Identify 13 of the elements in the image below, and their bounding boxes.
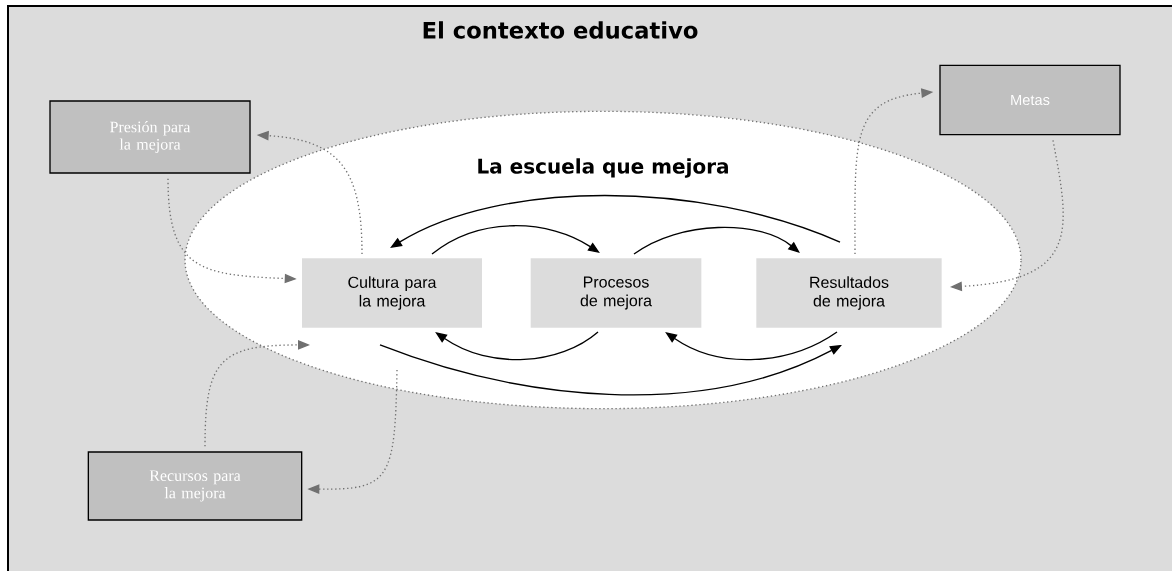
arrow [665, 331, 838, 361]
context-box: Recursos para la mejora [87, 451, 303, 521]
arrow [379, 344, 842, 396]
arrow [435, 331, 599, 361]
arrow [431, 225, 600, 255]
process-box: Procesos de mejora [530, 258, 702, 328]
arrow [390, 194, 841, 248]
process-box: Cultura para la mejora [302, 258, 482, 328]
arrow [633, 226, 800, 255]
context-box: Presión para la mejora [49, 100, 251, 174]
process-box: Resultados de mejora [756, 258, 942, 328]
context-box: Metas [939, 64, 1121, 136]
title: El contexto educativo [423, 21, 698, 39]
